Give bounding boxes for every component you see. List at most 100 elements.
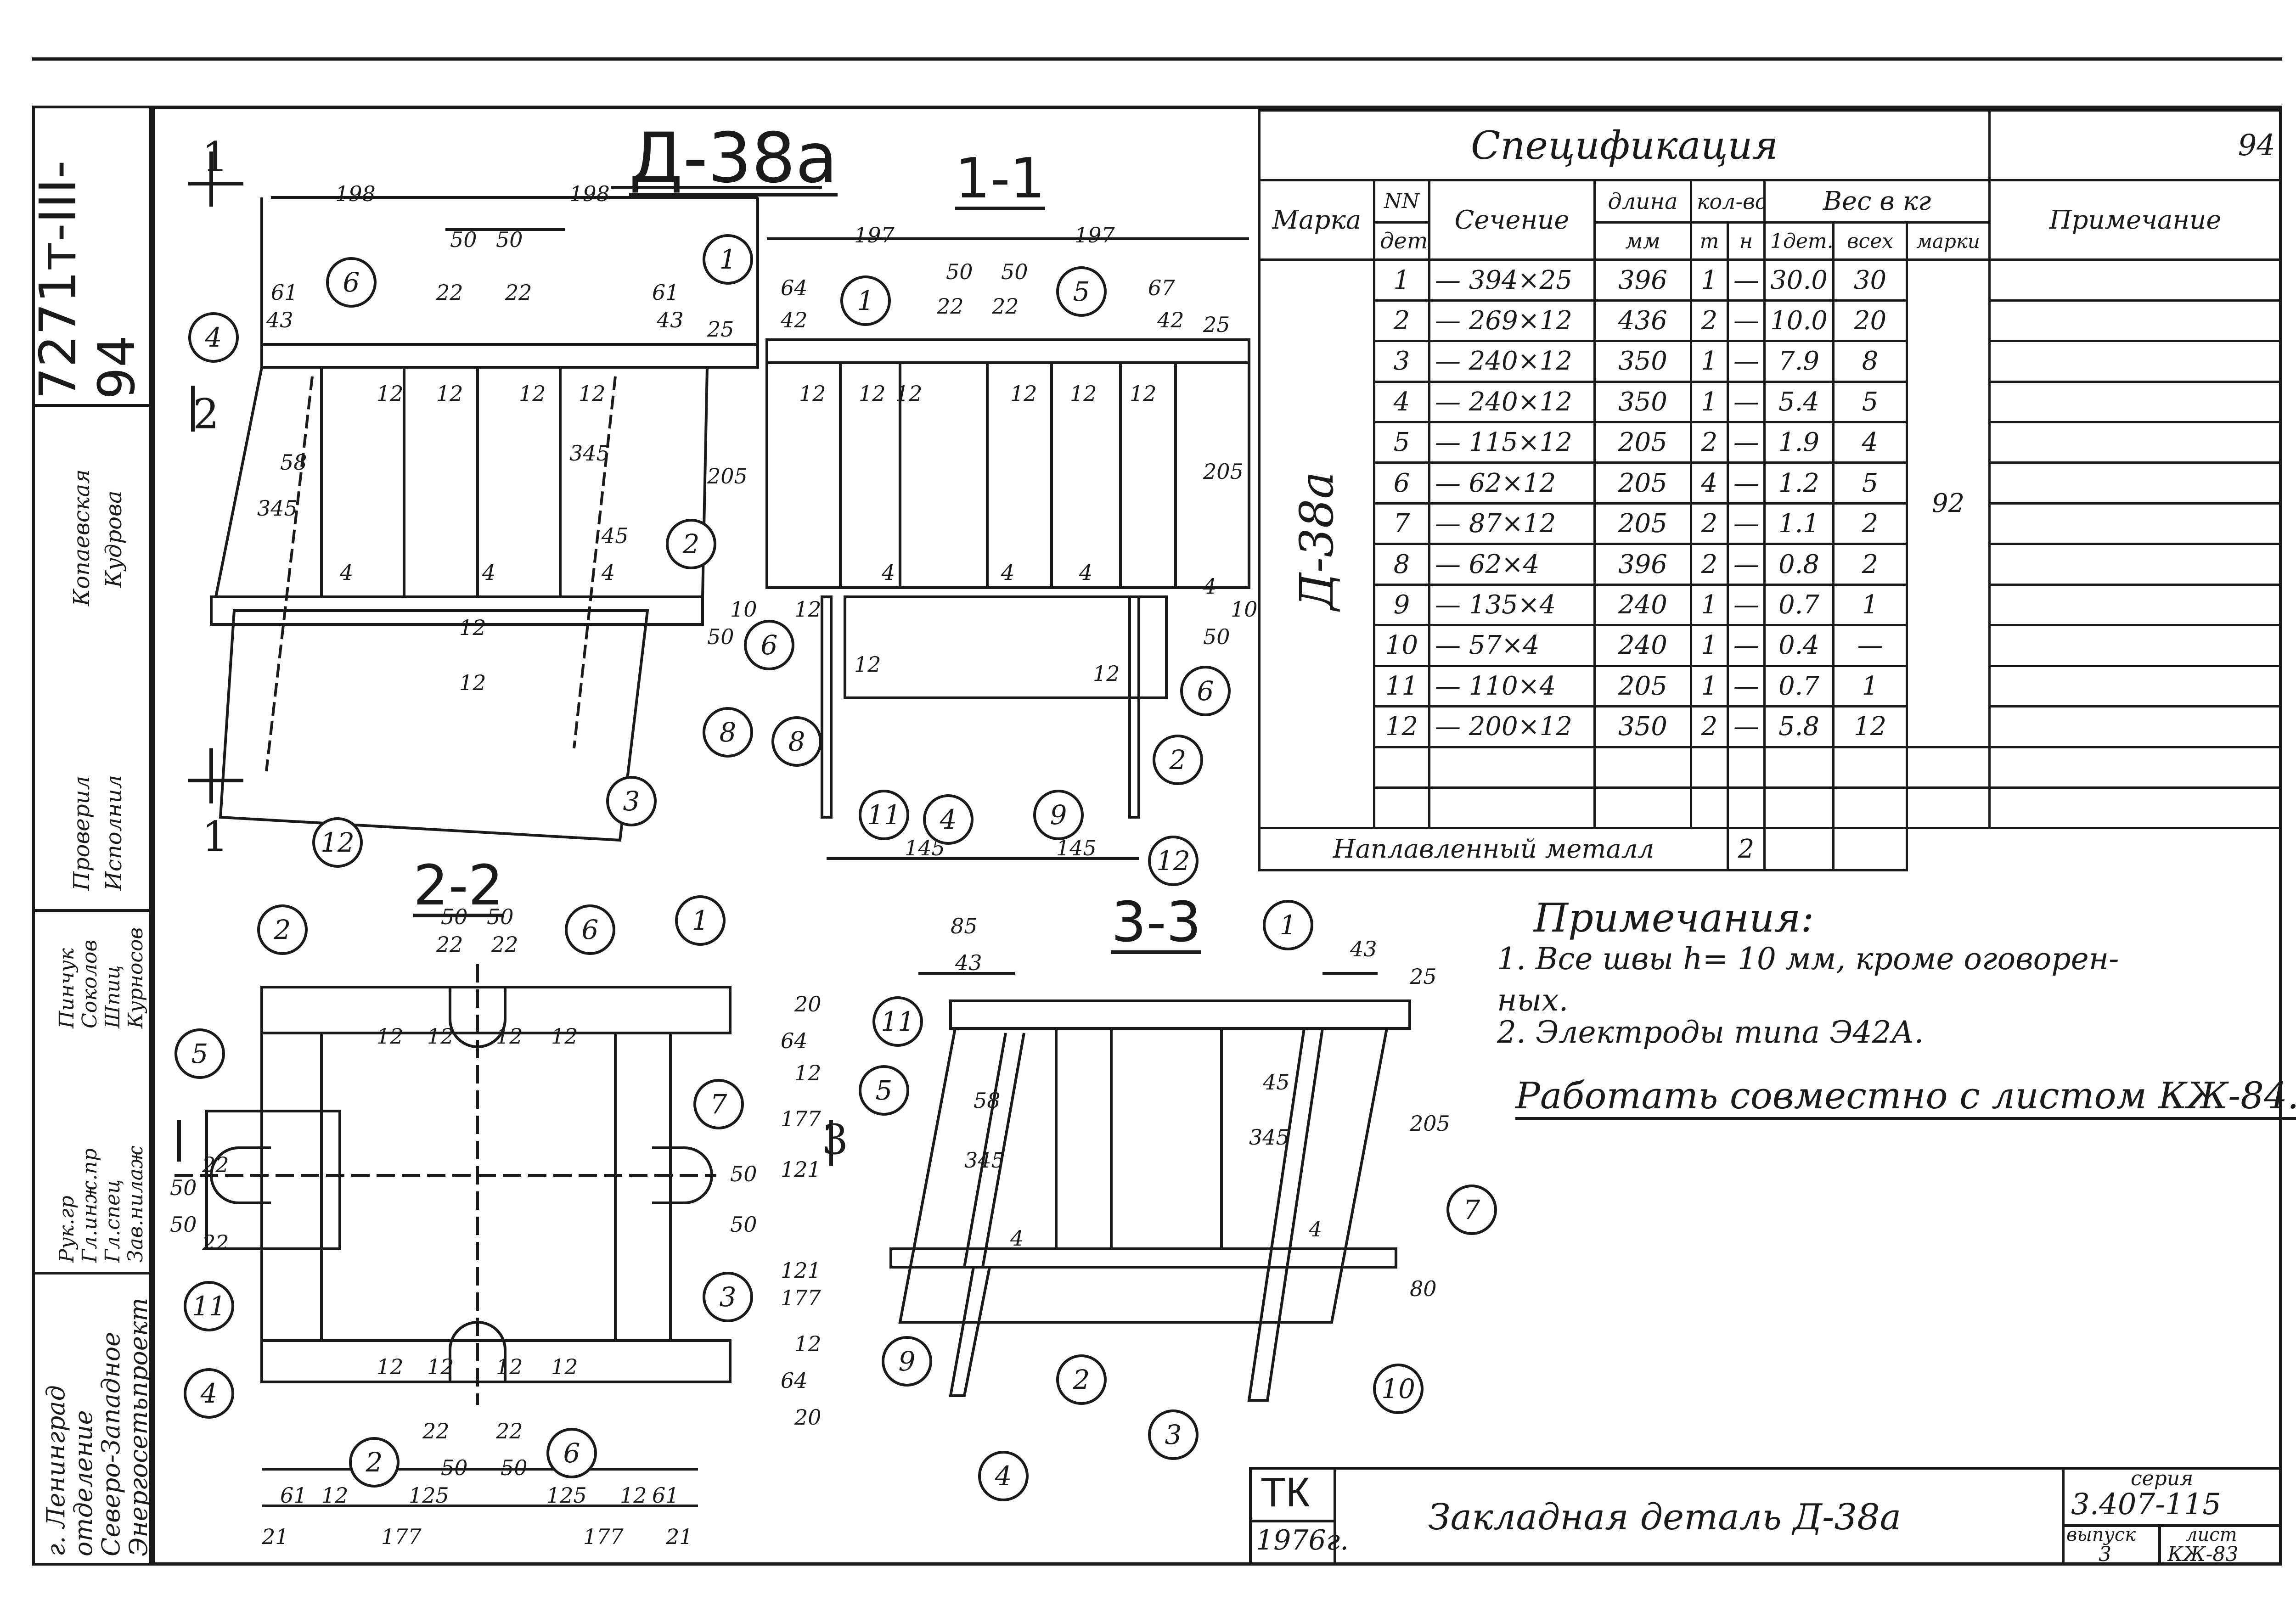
callout-2-main: 2 [666,519,716,569]
row-9-h: — [1727,583,1766,627]
plate-12-outline [219,609,649,842]
row-5-t: 2 [1690,421,1729,464]
row-11-n: 11 [1373,664,1430,708]
row-8-w1: 0.8 [1763,543,1835,586]
s11-dim-50-a: 50 [946,259,973,284]
dim-10: 10 [730,597,757,622]
tk-divider [1249,1520,1336,1522]
row-3-h: — [1727,340,1766,383]
dim-198-a: 198 [335,181,376,206]
empty-cell [1690,746,1729,789]
dim-45: 45 [602,523,629,548]
dim-205: 205 [707,464,748,488]
row-9-n: 9 [1373,583,1430,627]
s22-dim-12-e: 12 [794,1061,822,1085]
side-stamp-border [32,106,152,1566]
row-3-note [1988,340,2283,383]
hdr-weight: Вес в кг [1763,179,1991,224]
tk-year: 1976г. [1256,1524,1349,1556]
s33-dim-45: 45 [1263,1070,1290,1095]
callout-2-s22-a: 2 [257,904,308,955]
row-1-n: 1 [1373,258,1430,302]
empty-cell [1832,827,1908,871]
row-8-sec: — 62×4 [1428,543,1596,586]
callout-5-s11: 5 [1056,266,1107,317]
strip-4 [210,595,704,626]
callout-6-s11-b: 6 [1180,666,1231,716]
dim-4-a: 4 [340,560,354,585]
hdr-length: длина [1593,179,1692,224]
dim-43-a: 43 [266,308,293,332]
row-12-n: 12 [1373,705,1430,748]
s22-dim-61-b: 61 [652,1483,679,1508]
empty-cell [1373,786,1430,830]
hdr-note: Примечание [1988,179,2283,261]
issue-label: выпуск [2066,1524,2136,1545]
s11-dim-197-b: 197 [1075,223,1115,247]
s22-left-web [260,1032,323,1342]
row-11-sec: — 110×4 [1428,664,1596,708]
weld-value: 2 [1727,827,1766,871]
row-1-note [1988,258,2283,302]
s11-dim-4-d: 4 [1203,574,1217,599]
callout-2-s11: 2 [1153,735,1203,785]
row-8-n: 8 [1373,543,1430,586]
s22-dim-177-b: 177 [781,1286,821,1310]
row-10-h: — [1727,624,1766,667]
row-9-sec: — 135×4 [1428,583,1596,627]
stamp-role-4: Гл.спец [101,1179,124,1263]
s22-dim-12-l: 12 [620,1483,647,1508]
row-7-note [1988,502,2283,545]
callout-7-s33: 7 [1446,1185,1497,1235]
main-view [188,152,759,842]
row-2-len: 436 [1593,299,1692,342]
callout-9-s33: 9 [882,1336,932,1387]
empty-cell [1988,746,2283,789]
dim-345-b: 345 [569,441,610,466]
stamp-role-5: Гл.инж.пр [78,1148,101,1263]
empty-cell [1763,746,1835,789]
callout-3-s33: 3 [1148,1409,1199,1460]
work-with-note: Работать совместно с листом КЖ-84. [1515,1074,2296,1120]
s33-plate-1 [949,999,1411,1030]
row-12-w1: 5.8 [1763,705,1835,748]
row-6-sec: — 62×12 [1428,461,1596,505]
callout-6-s11-a: 6 [744,620,794,670]
empty-cell [1690,786,1729,830]
s22-dim-12-f: 12 [794,1331,822,1356]
s33-dim-345-a: 345 [964,1148,1005,1173]
row-2-wa: 20 [1832,299,1908,342]
hdr-qty-n: н [1727,221,1766,261]
dim-22-a: 22 [436,280,463,305]
row-7-h: — [1727,502,1766,545]
row-2-w1: 10.0 [1763,299,1835,342]
empty-cell [1905,786,1991,830]
s11-dim-25: 25 [1203,312,1230,337]
s22-dim-22-c: 22 [202,1152,229,1177]
row-4-h: — [1727,380,1766,424]
s22-dim-12-d: 12 [551,1024,578,1049]
s22-top-strip [260,986,732,1034]
s33-body [898,1027,1389,1324]
mark-label: Д-38а [1290,471,1344,610]
stamp-name-2: Копаевская [69,469,95,606]
hdr-qty: кол-во [1690,179,1766,224]
note-line-2: ных. [1497,983,1569,1018]
tk-cell [1249,1467,1336,1566]
s11-dim-205: 205 [1203,459,1244,484]
callout-6-s22-a: 6 [565,904,615,955]
row-11-note [1988,664,2283,708]
s22-dim-125-a: 125 [409,1483,449,1508]
s33-dim-85: 85 [951,914,978,938]
row-6-note [1988,461,2283,505]
row-1-t: 1 [1690,258,1729,302]
callout-4-main: 4 [188,312,239,363]
hdr-nn: NN [1373,179,1430,224]
stamp-role-1: Исполнил [101,775,127,891]
stamp-divider [32,404,152,407]
tk-label: ТК [1261,1470,1310,1516]
s33-dim-43-a: 43 [955,950,982,975]
s22-dim-21-b: 21 [666,1524,693,1549]
callout-8-main: 8 [703,707,753,758]
series-divider [2062,1524,2282,1527]
